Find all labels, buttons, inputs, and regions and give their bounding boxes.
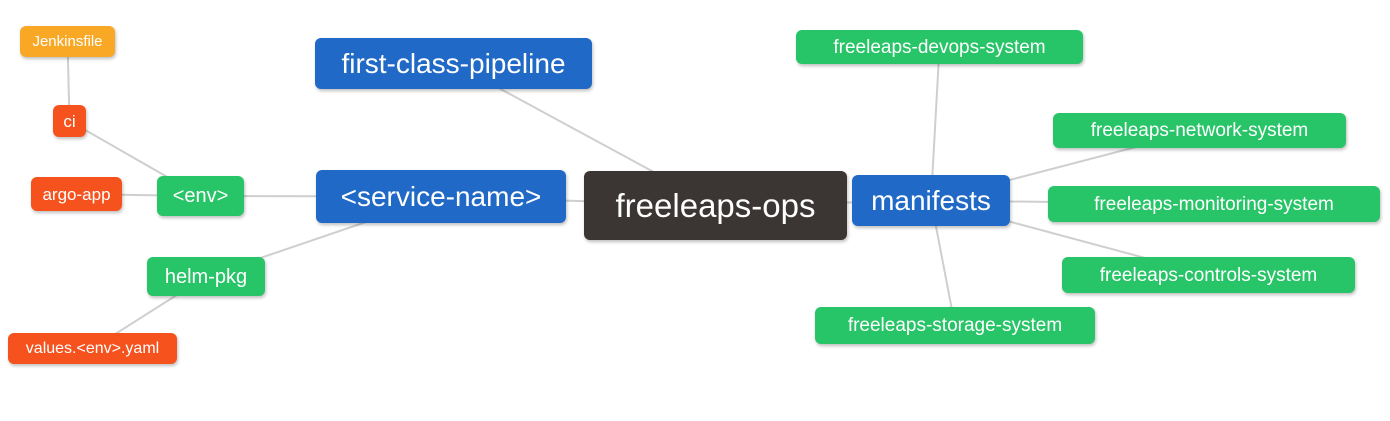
node-helm-pkg[interactable]: helm-pkg — [147, 257, 265, 296]
edge-freeleaps-devops-system-manifests — [930, 46, 941, 201]
node-freeleaps-network-system[interactable]: freeleaps-network-system — [1053, 113, 1346, 148]
node-argo-app[interactable]: argo-app — [31, 177, 122, 211]
node-env[interactable]: <env> — [157, 176, 244, 216]
node-jenkinsfile[interactable]: Jenkinsfile — [20, 26, 115, 57]
node-freeleaps-controls-system[interactable]: freeleaps-controls-system — [1062, 257, 1355, 293]
node-freeleaps-ops[interactable]: freeleaps-ops — [584, 171, 847, 240]
node-freeleaps-monitoring-system[interactable]: freeleaps-monitoring-system — [1048, 186, 1380, 222]
node-freeleaps-devops-system[interactable]: freeleaps-devops-system — [796, 30, 1083, 64]
node-freeleaps-storage-system[interactable]: freeleaps-storage-system — [815, 307, 1095, 344]
node-values-env-yaml[interactable]: values.<env>.yaml — [8, 333, 177, 364]
node-first-class-pipeline[interactable]: first-class-pipeline — [315, 38, 592, 89]
node-manifests[interactable]: manifests — [852, 175, 1010, 226]
node-service-name[interactable]: <service-name> — [316, 170, 566, 223]
node-ci[interactable]: ci — [53, 105, 86, 137]
